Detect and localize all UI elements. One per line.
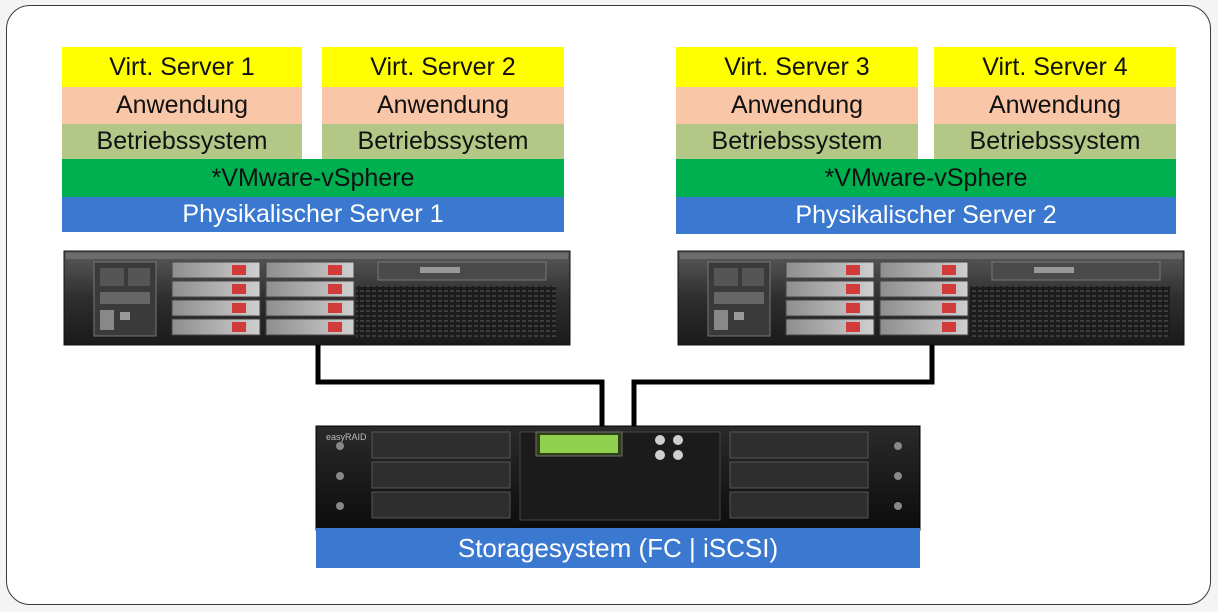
storage-system-label: Storagesystem (FC | iSCSI) [316, 528, 920, 568]
vm-4-os: Betriebssystem [934, 124, 1176, 159]
vm-2-name: Virt. Server 2 [322, 47, 564, 87]
vm-2-app: Anwendung [322, 87, 564, 124]
hypervisor-1: *VMware-vSphere [62, 159, 564, 197]
vm-1-name: Virt. Server 1 [62, 47, 302, 87]
vm-4-app: Anwendung [934, 87, 1176, 124]
vm-3-os: Betriebssystem [676, 124, 918, 159]
rack-server-2 [677, 250, 1185, 346]
vm-3-name: Virt. Server 3 [676, 47, 918, 87]
rack-server-1 [63, 250, 571, 346]
drive-bay-1 [171, 261, 355, 336]
vm-2-os: Betriebssystem [322, 124, 564, 159]
physical-server-2: Physikalischer Server 2 [676, 197, 1176, 234]
vm-1-os: Betriebssystem [62, 124, 302, 159]
storage-chassis: easyRAID [315, 425, 921, 531]
lcd-display [540, 435, 618, 453]
physical-server-1: Physikalischer Server 1 [62, 197, 564, 232]
hypervisor-2: *VMware-vSphere [676, 159, 1176, 197]
storage-brand: easyRAID [326, 432, 367, 442]
vm-3-app: Anwendung [676, 87, 918, 124]
vm-4-name: Virt. Server 4 [934, 47, 1176, 87]
drive-bay-2 [785, 261, 969, 336]
vm-1-app: Anwendung [62, 87, 302, 124]
